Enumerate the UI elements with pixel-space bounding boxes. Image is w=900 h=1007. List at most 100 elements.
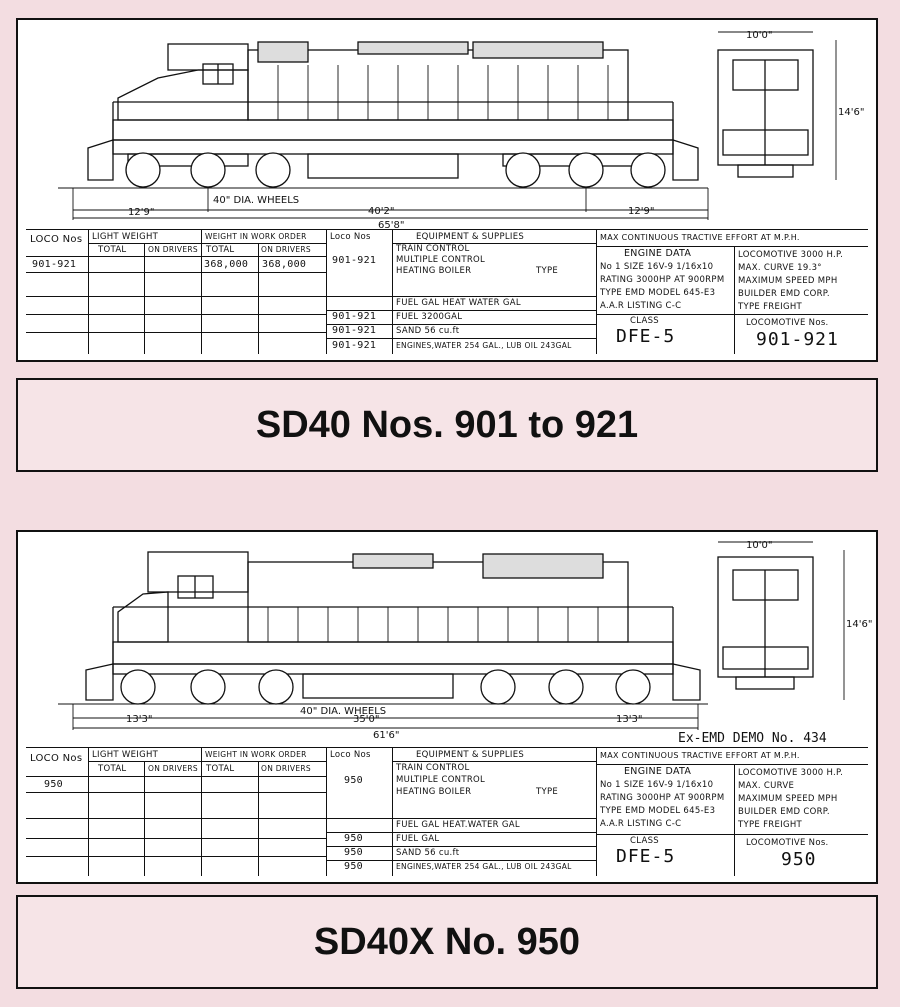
row-loco-nos-2: 950 bbox=[44, 779, 63, 790]
sand-capacity: SAND 56 cu.ft bbox=[396, 326, 460, 336]
diagram-sheet-sd40: 12'9" 40'2" 12'9" 65'8" 40" DIA. WHEELS … bbox=[16, 18, 878, 362]
class-value: DFE-5 bbox=[616, 326, 676, 347]
builder: BUILDER EMD CORP. bbox=[738, 289, 830, 299]
engine-type: TYPE EMD MODEL 645-E3 bbox=[600, 288, 716, 298]
on-drivers-label-4: ON DRIVERS bbox=[261, 764, 311, 773]
locomotive-hp: LOCOMOTIVE 3000 H.P. bbox=[738, 250, 844, 260]
dim-overall-length: 65'8" bbox=[378, 220, 404, 231]
fuel-water-label: FUEL GAL HEAT WATER GAL bbox=[396, 298, 521, 308]
locomotive-nos-value: 901-921 bbox=[756, 329, 839, 350]
engine-size-2: No 1 SIZE 16V-9 1/16x10 bbox=[600, 780, 714, 790]
ex-emd-note: Ex-EMD DEMO No. 434 bbox=[678, 731, 827, 744]
equipment-table: Loco Nos EQUIPMENT & SUPPLIES TRAIN CONT… bbox=[326, 230, 597, 354]
locomotive-nos-label-2: LOCOMOTIVE Nos. bbox=[746, 838, 829, 848]
light-weight-label: LIGHT WEIGHT bbox=[92, 232, 159, 242]
work-order-label: WEIGHT IN WORK ORDER bbox=[205, 232, 307, 241]
locomotive-side-elevation-sd40x: 13'3" 35'0" 13'3" 61'6" 40" DIA. WHEELS … bbox=[58, 540, 872, 744]
aar-listing: A.A.R LISTING C-C bbox=[600, 301, 682, 311]
caption-sd40: SD40 Nos. 901 to 921 bbox=[16, 378, 878, 472]
engine-data-table: MAX CONTINUOUS TRACTIVE EFFORT AT M.P.H.… bbox=[596, 230, 868, 354]
dim-right-overhang: 12'9" bbox=[628, 206, 654, 217]
max-tractive-effort-label: MAX CONTINUOUS TRACTIVE EFFORT AT M.P.H. bbox=[600, 233, 800, 242]
builder-2: BUILDER EMD CORP. bbox=[738, 807, 830, 817]
total-label-4: TOTAL bbox=[206, 764, 235, 774]
loco-nos-label: LOCO Nos bbox=[30, 234, 83, 245]
service-type-2: TYPE FREIGHT bbox=[738, 820, 803, 830]
aar-listing-2: A.A.R LISTING C-C bbox=[600, 819, 682, 829]
dim-wheelbase: 40'2" bbox=[368, 206, 394, 217]
heating-boiler-label: HEATING BOILER bbox=[396, 266, 472, 276]
spec-table-sd40: LOCO Nos LIGHT WEIGHT WEIGHT IN WORK ORD… bbox=[26, 229, 868, 354]
fuel-row-loco: 901-921 bbox=[332, 311, 377, 322]
fuel-water-label-2: FUEL GAL HEAT.WATER GAL bbox=[396, 820, 520, 830]
dim-end-height-2: 14'6" bbox=[846, 619, 872, 630]
boiler-type-label: TYPE bbox=[536, 266, 559, 276]
sand-capacity-2: SAND 56 cu.ft bbox=[396, 848, 460, 858]
equipment-supplies-label-2: EQUIPMENT & SUPPLIES bbox=[416, 750, 525, 760]
equip-row-loco: 901-921 bbox=[332, 255, 377, 266]
multiple-control-label: MULTIPLE CONTROL bbox=[396, 255, 486, 265]
multiple-control-label-2: MULTIPLE CONTROL bbox=[396, 775, 486, 785]
max-curve: MAX. CURVE 19.3° bbox=[738, 263, 822, 273]
diagram-sheet-sd40x: 13'3" 35'0" 13'3" 61'6" 40" DIA. WHEELS … bbox=[16, 530, 878, 884]
class-label: CLASS bbox=[630, 316, 659, 326]
dim-end-width: 10'0" bbox=[746, 30, 772, 41]
equip-loco-nos-label-2: Loco Nos bbox=[330, 750, 371, 760]
service-type: TYPE FREIGHT bbox=[738, 302, 803, 312]
total-label-3: TOTAL bbox=[98, 764, 127, 774]
train-control-label-2: TRAIN CONTROL bbox=[396, 763, 470, 773]
row-drivers-weight: 368,000 bbox=[262, 259, 307, 270]
locomotive-nos-value-2: 950 bbox=[781, 849, 817, 870]
heating-boiler-label-2: HEATING BOILER bbox=[396, 787, 472, 797]
engine-water-oil-2: ENGINES,WATER 254 GAL., LUB OIL 243GAL bbox=[396, 862, 572, 871]
dim-end-height: 14'6" bbox=[838, 107, 864, 118]
caption-sd40x: SD40X No. 950 bbox=[16, 895, 878, 989]
max-curve-2: MAX. CURVE bbox=[738, 781, 795, 791]
row-loco-nos: 901-921 bbox=[32, 259, 77, 270]
locomotive-side-elevation: 12'9" 40'2" 12'9" 65'8" 40" DIA. WHEELS … bbox=[58, 30, 864, 231]
work-order-label-2: WEIGHT IN WORK ORDER bbox=[205, 750, 307, 759]
sand-row-loco: 901-921 bbox=[332, 325, 377, 336]
dim-end-width-2: 10'0" bbox=[746, 540, 772, 551]
engine-row-loco: 901-921 bbox=[332, 340, 377, 351]
locomotive-drawing-sd40x: 13'3" 35'0" 13'3" 61'6" 40" DIA. WHEELS … bbox=[18, 532, 876, 744]
class-value-2: DFE-5 bbox=[616, 846, 676, 867]
engine-row-loco-2: 950 bbox=[344, 861, 363, 872]
dim-left-overhang-2: 13'3" bbox=[126, 714, 152, 725]
locomotive-hp-2: LOCOMOTIVE 3000 H.P. bbox=[738, 768, 844, 778]
on-drivers-label: ON DRIVERS bbox=[148, 245, 198, 254]
row-total-weight: 368,000 bbox=[204, 259, 249, 270]
engine-type-2: TYPE EMD MODEL 645-E3 bbox=[600, 806, 716, 816]
equipment-supplies-label: EQUIPMENT & SUPPLIES bbox=[416, 232, 525, 242]
sand-row-loco-2: 950 bbox=[344, 847, 363, 858]
equip-loco-nos-label: Loco Nos bbox=[330, 232, 371, 242]
class-label-2: CLASS bbox=[630, 836, 659, 846]
locomotive-nos-label: LOCOMOTIVE Nos. bbox=[746, 318, 829, 328]
engine-water-oil: ENGINES,WATER 254 GAL., LUB OIL 243GAL bbox=[396, 341, 572, 350]
on-drivers-label-3: ON DRIVERS bbox=[148, 764, 198, 773]
total-label: TOTAL bbox=[98, 245, 127, 255]
dim-overall-length-2: 61'6" bbox=[373, 730, 399, 741]
spec-table-sd40x: LOCO Nos LIGHT WEIGHT WEIGHT IN WORK ORD… bbox=[26, 747, 868, 876]
equipment-table-2: Loco Nos EQUIPMENT & SUPPLIES TRAIN CONT… bbox=[326, 748, 597, 876]
dim-left-overhang: 12'9" bbox=[128, 207, 154, 218]
loco-nos-label-2: LOCO Nos bbox=[30, 753, 83, 764]
weight-table-2: LOCO Nos LIGHT WEIGHT WEIGHT IN WORK ORD… bbox=[26, 748, 327, 876]
light-weight-label-2: LIGHT WEIGHT bbox=[92, 750, 159, 760]
fuel-row-loco-2: 950 bbox=[344, 833, 363, 844]
dim-wheelbase-2: 35'0" bbox=[353, 714, 379, 725]
dim-right-overhang-2: 13'3" bbox=[616, 714, 642, 725]
engine-rating-2: RATING 3000HP AT 900RPM bbox=[600, 793, 725, 803]
engine-data-label-2: ENGINE DATA bbox=[624, 766, 692, 777]
equip-row-loco-2: 950 bbox=[344, 775, 363, 786]
engine-size: No 1 SIZE 16V-9 1/16x10 bbox=[600, 262, 714, 272]
wheel-diameter-note-2: 40" DIA. WHEELS bbox=[300, 706, 386, 717]
locomotive-drawing-sd40: 12'9" 40'2" 12'9" 65'8" 40" DIA. WHEELS … bbox=[18, 20, 876, 232]
engine-data-table-2: MAX CONTINUOUS TRACTIVE EFFORT AT M.P.H.… bbox=[596, 748, 868, 876]
train-control-label: TRAIN CONTROL bbox=[396, 244, 470, 254]
engine-data-label: ENGINE DATA bbox=[624, 248, 692, 259]
total-label-2: TOTAL bbox=[206, 245, 235, 255]
fuel-capacity-2: FUEL GAL bbox=[396, 834, 440, 844]
weight-table: LOCO Nos LIGHT WEIGHT WEIGHT IN WORK ORD… bbox=[26, 230, 327, 354]
max-speed: MAXIMUM SPEED MPH bbox=[738, 276, 838, 286]
